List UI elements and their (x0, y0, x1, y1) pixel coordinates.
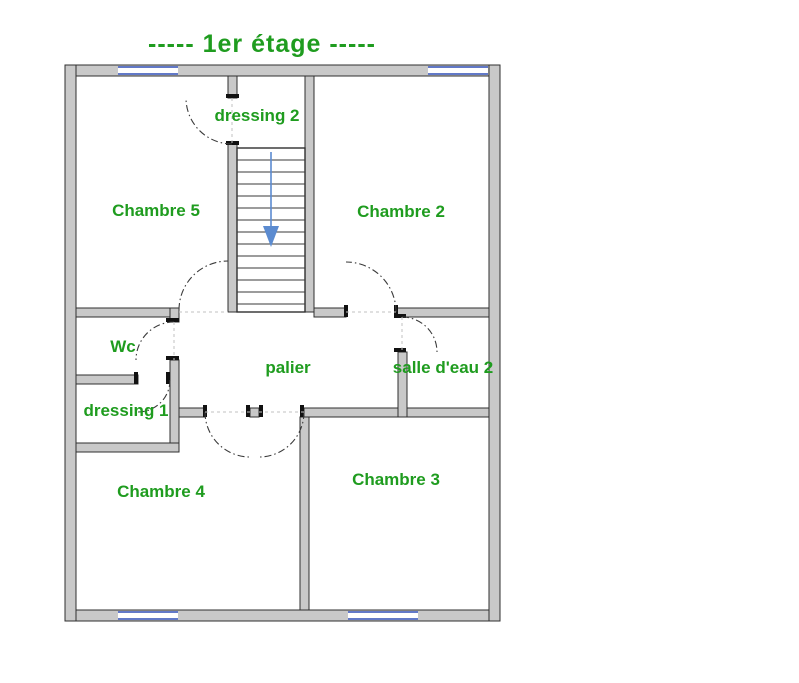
window-glass (428, 66, 488, 75)
wall-palier-bottom-right (303, 407, 490, 418)
door-arc-wc (135, 321, 175, 361)
wall-chambre2-bottom-right (395, 307, 490, 318)
wall-chambre3-chambre4 (299, 416, 310, 611)
staircase (236, 147, 306, 313)
wall-outer-right (488, 64, 501, 622)
room-label-dressing2: dressing 2 (214, 106, 299, 125)
jamb-dressing1-right (166, 372, 170, 384)
jamb-dressing1-left (134, 372, 138, 384)
jamb-chambre4-right (246, 405, 250, 417)
wall-palier-bottom-left (178, 407, 206, 418)
door-arc-chambre3 (258, 411, 305, 458)
wall-chambre2-bottom-left (313, 307, 347, 318)
wall-outer-left (64, 64, 77, 622)
room-label-chambre2: Chambre 2 (357, 202, 445, 221)
room-label-dressing1: dressing 1 (83, 401, 168, 420)
door-arc-dressing2 (185, 97, 233, 145)
threshold-lines (173, 98, 403, 413)
door-arc-chambre4 (204, 411, 251, 458)
window-top-right (428, 66, 488, 75)
jamb-chambre3-left (259, 405, 263, 417)
wall-palier-left-lower (169, 359, 180, 453)
room-label-salledeau2: salle d'eau 2 (393, 358, 493, 377)
window-glass (118, 66, 178, 75)
door-arc-dressing1 (137, 379, 171, 413)
jamb-salledeau-bottom (394, 348, 406, 352)
room-label-wc: Wc (110, 337, 136, 356)
door-arc-chambre5 (178, 260, 229, 311)
jamb-salledeau-top (394, 314, 406, 318)
door-arc-chambre2 (345, 261, 397, 313)
wall-stair-left-lower (227, 143, 238, 313)
wall-stair-right (304, 75, 315, 313)
windows (118, 66, 488, 620)
window-glass (118, 611, 178, 620)
wall-dressing1-bottom (75, 442, 180, 453)
wall-wc-dressing1 (75, 374, 139, 385)
window-top-left (118, 66, 178, 75)
jamb-chambre3-right (300, 405, 304, 417)
jamb-chambre4-left (203, 405, 207, 417)
room-label-palier: palier (265, 358, 311, 377)
window-bottom-right (348, 611, 418, 620)
jamb-dressing2-top (226, 94, 239, 98)
window-bottom-left (118, 611, 178, 620)
window-glass (348, 611, 418, 620)
jamb-wc-top (166, 318, 179, 322)
room-labels: ----- 1er étage ----- dressing 2 Chambre… (83, 30, 493, 501)
room-label-chambre5: Chambre 5 (112, 201, 200, 220)
jamb-wc-bottom (166, 356, 179, 360)
floor-title: ----- 1er étage ----- (148, 30, 376, 58)
room-label-chambre3: Chambre 3 (352, 470, 440, 489)
door-arcs (135, 97, 438, 458)
jamb-chambre2-left (344, 305, 348, 317)
stair-down-arrow-icon (263, 226, 279, 247)
door-arc-salledeau2 (401, 316, 438, 353)
room-label-chambre4: Chambre 4 (117, 482, 205, 501)
wall-wc-top (75, 307, 180, 318)
